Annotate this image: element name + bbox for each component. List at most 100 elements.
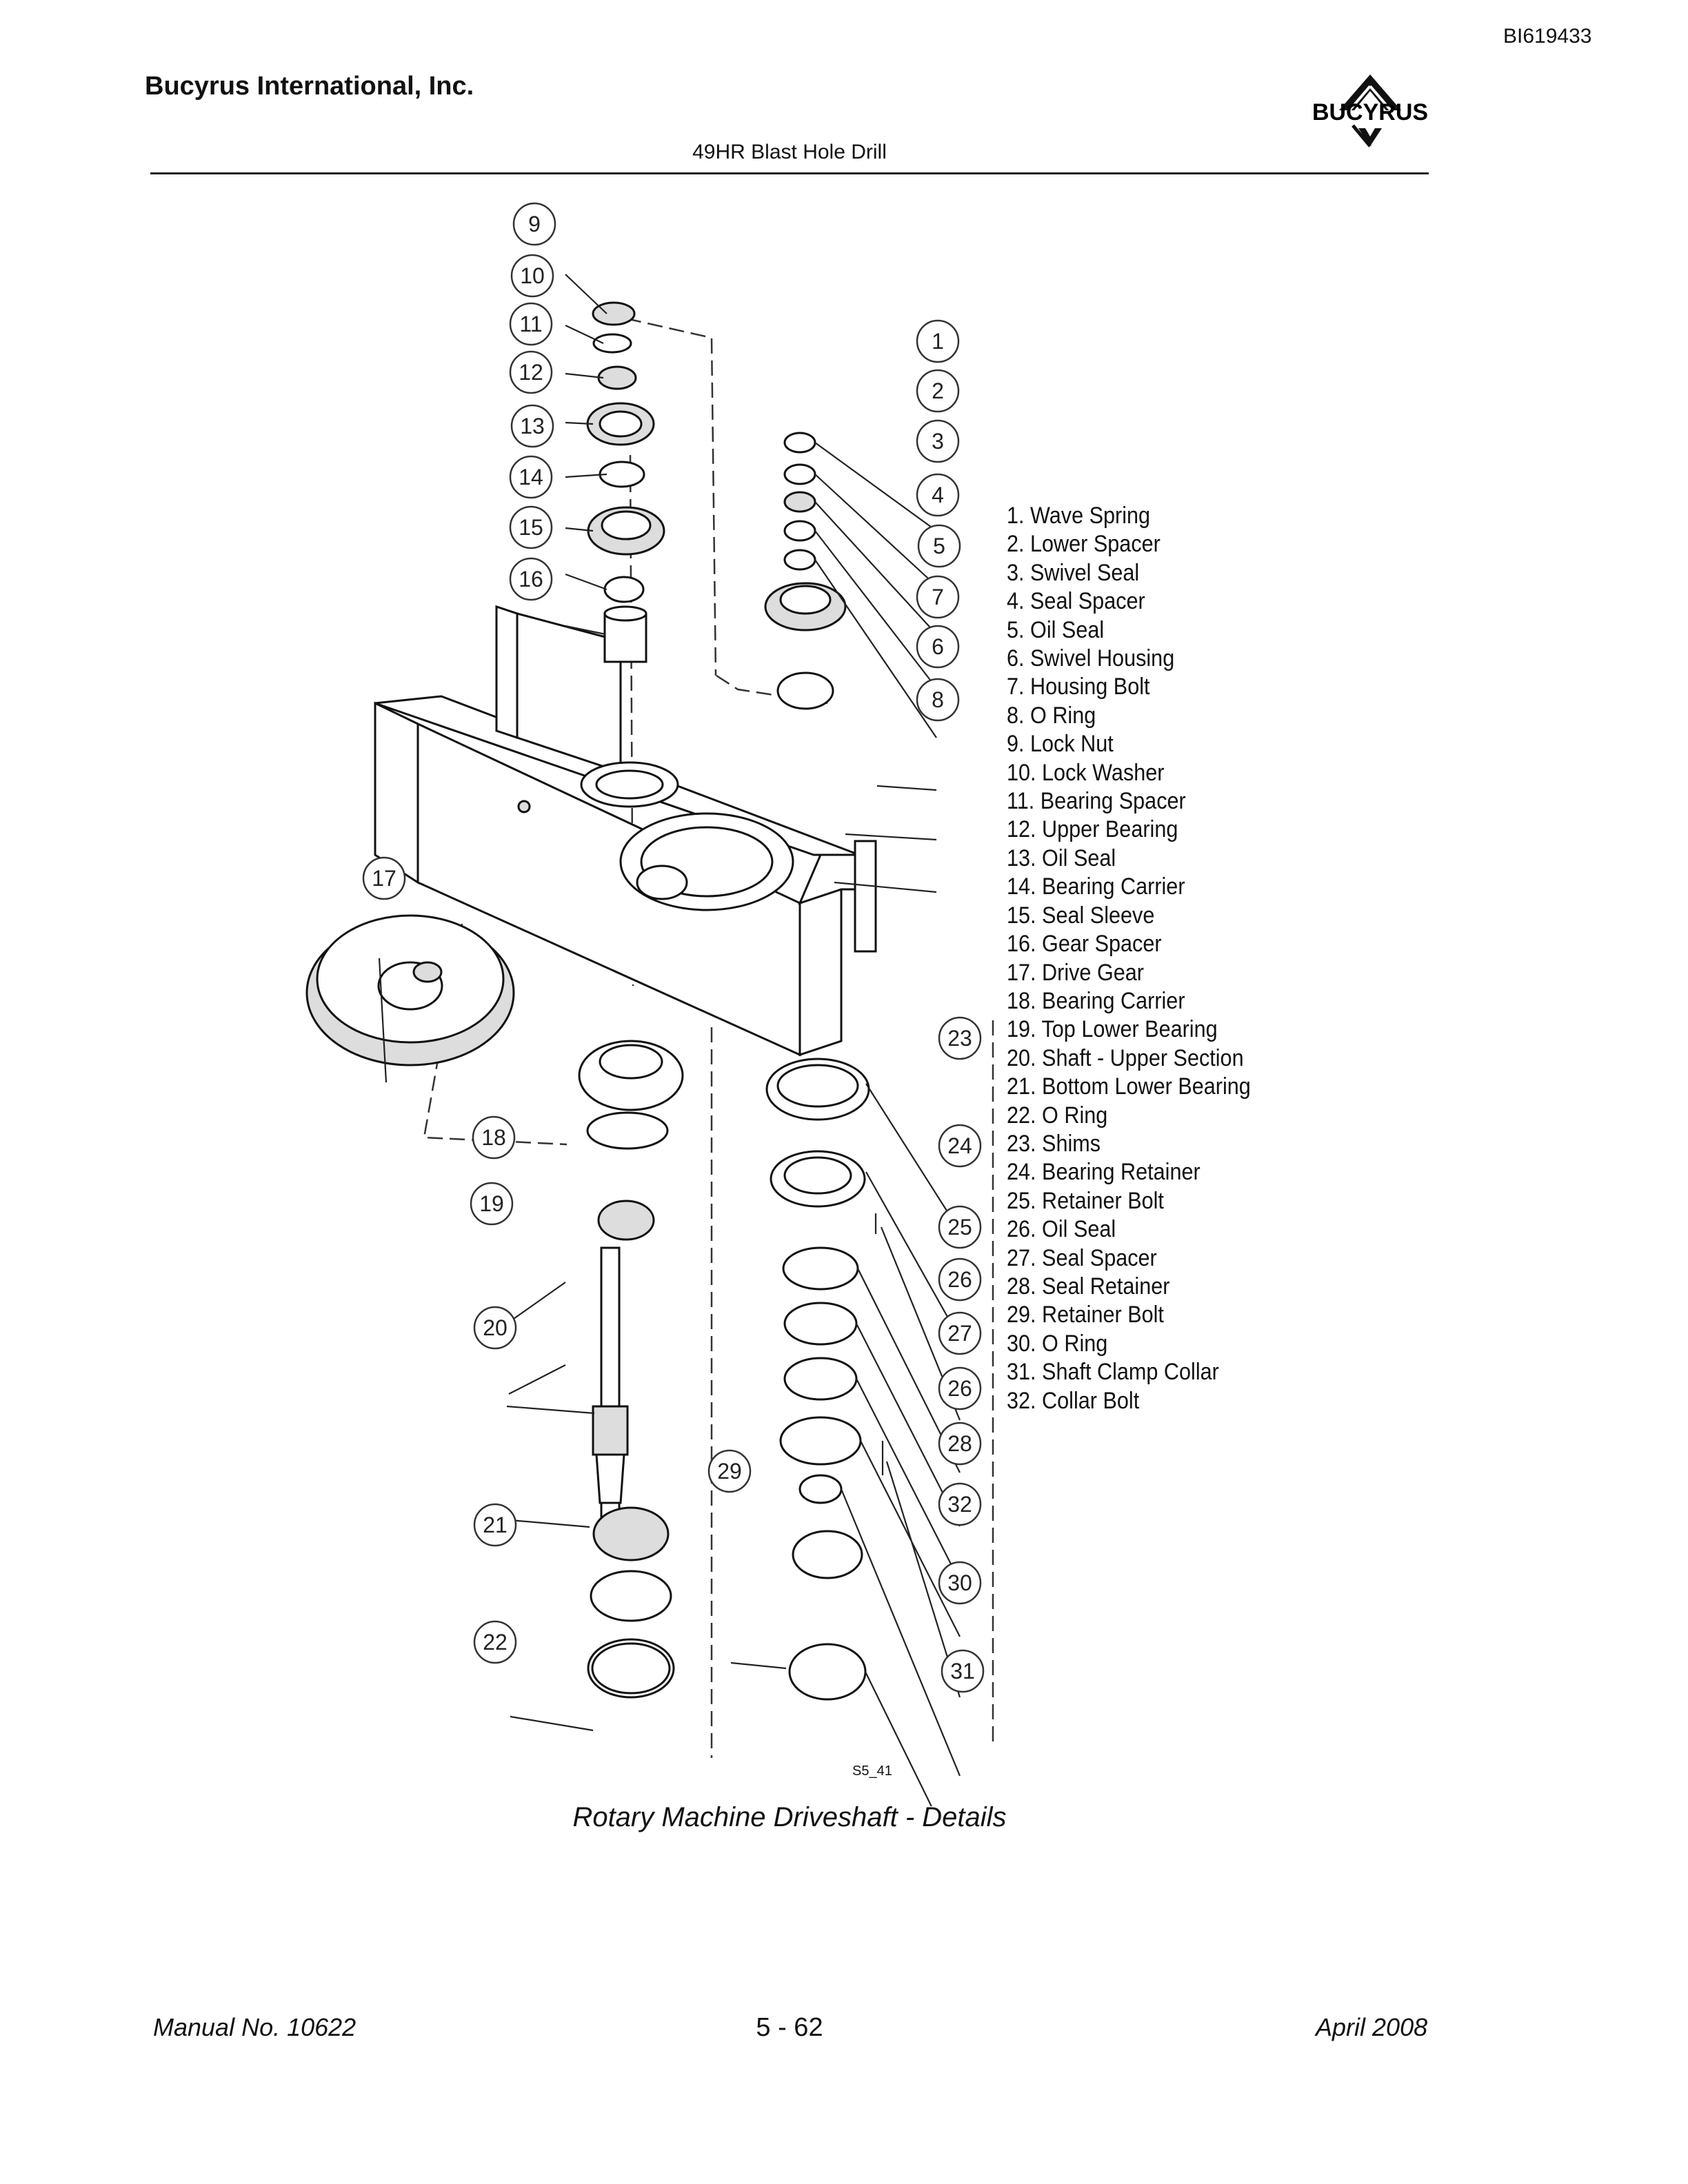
parts-list-item: 14. Bearing Carrier <box>1007 873 1185 900</box>
parts-list-item: 3. Swivel Seal <box>1007 559 1140 586</box>
svg-text:4: 4 <box>932 483 944 507</box>
parts-list-item: 9. Lock Nut <box>1007 731 1114 758</box>
lower-left-parts <box>578 1040 684 1699</box>
callout-19: 19 <box>470 1182 514 1226</box>
callout-15: 15 <box>509 505 553 549</box>
parts-list-item: 23. Shims <box>1007 1130 1101 1157</box>
svg-text:16: 16 <box>519 567 543 592</box>
callout-26: 26 <box>938 1257 982 1302</box>
parts-list-item: 8. O Ring <box>1007 702 1096 729</box>
logo-wordmark: BUCYRUS <box>1312 99 1428 125</box>
callout-2: 2 <box>916 369 960 413</box>
page-number: 5 - 62 <box>756 2013 823 2042</box>
svg-text:15: 15 <box>519 515 543 540</box>
drive-gear <box>305 914 515 1066</box>
callout-30: 30 <box>938 1561 982 1605</box>
publication-date: April 2008 <box>1316 2013 1428 2041</box>
parts-list-item: 30. O Ring <box>1007 1330 1108 1357</box>
top-stack-parts <box>586 301 665 663</box>
callout-18: 18 <box>472 1115 516 1160</box>
parts-list-item: 12. Upper Bearing <box>1007 816 1178 843</box>
document-subtitle: 49HR Blast Hole Drill <box>692 141 887 163</box>
svg-text:8: 8 <box>932 687 944 712</box>
callout-24: 24 <box>938 1124 982 1168</box>
parts-list-item: 20. Shaft - Upper Section <box>1007 1044 1244 1071</box>
callouts: 9 10 11 12 13 14 15 16 1 2 3 4 5 7 6 8 1… <box>362 202 985 1693</box>
callout-25: 25 <box>938 1205 982 1249</box>
callout-10: 10 <box>510 254 554 298</box>
callout-14: 14 <box>509 455 553 499</box>
parts-list-item: 11. Bearing Spacer <box>1007 788 1186 815</box>
svg-text:11: 11 <box>519 312 542 336</box>
svg-text:12: 12 <box>519 360 543 385</box>
svg-text:26: 26 <box>947 1267 972 1292</box>
svg-text:26: 26 <box>947 1376 972 1401</box>
svg-text:3: 3 <box>932 429 944 454</box>
callout-9: 9 <box>512 202 556 246</box>
svg-text:1: 1 <box>932 329 944 354</box>
svg-text:17: 17 <box>372 866 396 891</box>
callout-23: 23 <box>938 1016 982 1060</box>
svg-text:29: 29 <box>717 1459 742 1484</box>
svg-text:19: 19 <box>479 1191 504 1216</box>
svg-text:10: 10 <box>520 263 545 288</box>
svg-text:27: 27 <box>947 1321 972 1346</box>
parts-list-item: 10. Lock Washer <box>1007 759 1165 786</box>
parts-list-item: 32. Collar Bolt <box>1007 1387 1140 1414</box>
callout-12: 12 <box>509 350 553 394</box>
callout-17: 17 <box>362 856 406 900</box>
callout-3: 3 <box>916 419 960 463</box>
svg-text:25: 25 <box>947 1215 972 1240</box>
svg-text:24: 24 <box>947 1133 972 1158</box>
document-id: BI619433 <box>1503 25 1592 48</box>
lower-right-parts <box>765 1058 884 1701</box>
svg-text:32: 32 <box>947 1492 972 1517</box>
parts-list-item: 7. Housing Bolt <box>1007 674 1150 700</box>
svg-text:5: 5 <box>933 534 945 558</box>
callout-28: 28 <box>938 1422 982 1466</box>
parts-list-item: 25. Retainer Bolt <box>1007 1187 1164 1214</box>
callout-5: 5 <box>917 524 961 568</box>
callout-29: 29 <box>707 1449 752 1493</box>
svg-text:18: 18 <box>481 1125 506 1150</box>
frame-casting <box>374 605 877 1057</box>
parts-list-item: 16. Gear Spacer <box>1007 931 1162 958</box>
callout-26b: 26 <box>938 1366 982 1410</box>
callout-7: 7 <box>916 575 960 619</box>
callout-16: 16 <box>509 557 553 601</box>
callout-6: 6 <box>916 625 960 669</box>
parts-list-item: 13. Oil Seal <box>1007 845 1116 871</box>
svg-text:7: 7 <box>932 585 944 609</box>
callout-27: 27 <box>938 1311 982 1355</box>
assembly-lines <box>423 317 994 1758</box>
parts-list-item: 6. Swivel Housing <box>1007 645 1175 672</box>
parts-list-item: 28. Seal Retainer <box>1007 1273 1170 1300</box>
leader-lines <box>378 274 961 1806</box>
svg-text:9: 9 <box>528 212 541 236</box>
callout-22: 22 <box>473 1620 517 1664</box>
callout-31: 31 <box>941 1649 985 1693</box>
svg-text:22: 22 <box>483 1630 508 1655</box>
manual-number: Manual No. 10622 <box>153 2013 356 2041</box>
parts-list-item: 21. Bottom Lower Bearing <box>1007 1073 1251 1100</box>
callout-1: 1 <box>916 319 960 363</box>
parts-list-item: 19. Top Lower Bearing <box>1007 1016 1218 1043</box>
exploded-parts-diagram: 9 10 11 12 13 14 15 16 1 2 3 4 5 7 6 8 1… <box>305 202 994 1806</box>
parts-list-item: 4. Seal Spacer <box>1007 588 1145 615</box>
svg-text:23: 23 <box>947 1026 972 1051</box>
company-name: Bucyrus International, Inc. <box>145 72 474 101</box>
figure-code: S5_41 <box>852 1763 892 1779</box>
svg-text:14: 14 <box>519 465 543 489</box>
callout-8: 8 <box>916 678 960 722</box>
svg-text:30: 30 <box>947 1570 972 1595</box>
svg-text:6: 6 <box>932 634 944 659</box>
swivel-stack-parts <box>764 432 847 710</box>
parts-list-item: 2. Lower Spacer <box>1007 531 1160 558</box>
parts-list-item: 29. Retainer Bolt <box>1007 1302 1164 1328</box>
parts-list-item: 18. Bearing Carrier <box>1007 987 1185 1014</box>
callout-13: 13 <box>510 404 554 448</box>
svg-text:31: 31 <box>950 1659 975 1684</box>
callout-32: 32 <box>938 1482 982 1526</box>
parts-list-item: 31. Shaft Clamp Collar <box>1007 1359 1219 1386</box>
parts-list-item: 26. Oil Seal <box>1007 1216 1116 1243</box>
